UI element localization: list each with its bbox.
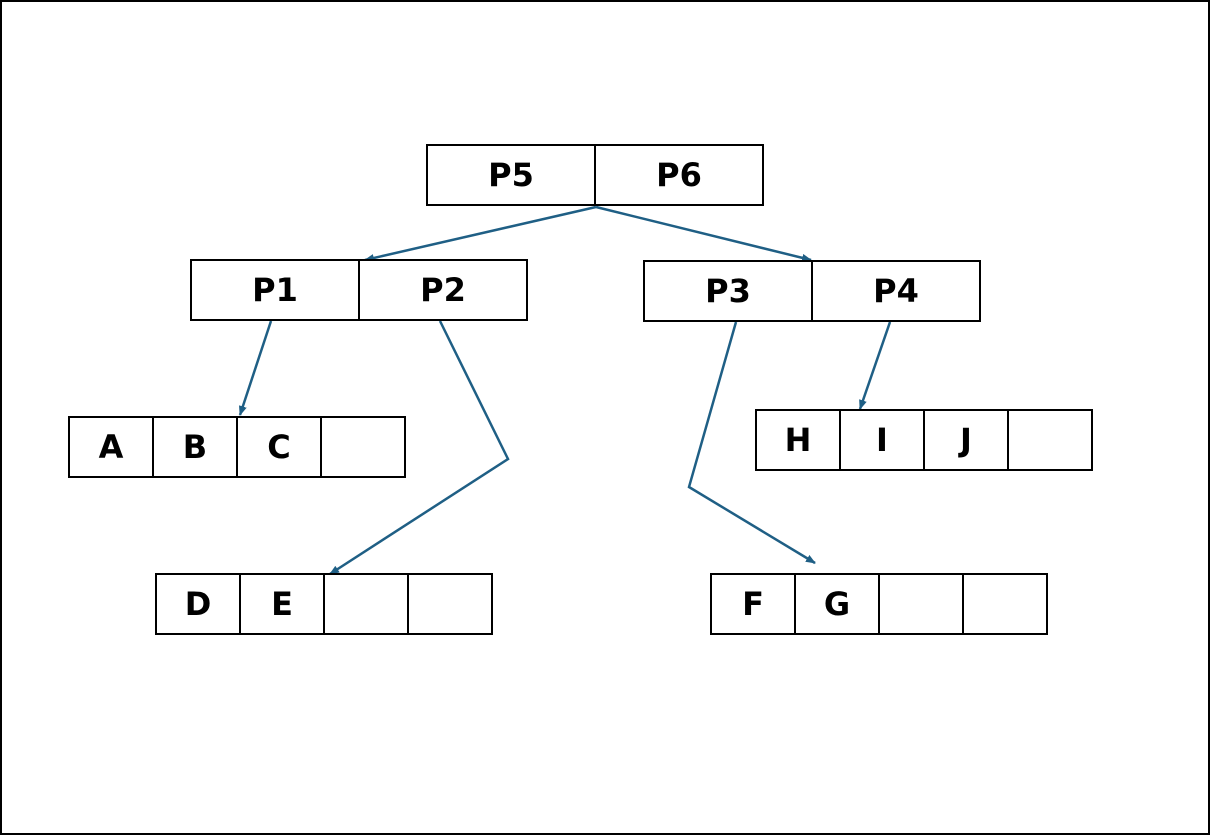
edge-p4-to-hij [858,321,892,410]
key-cell: P1 [190,259,360,321]
leaf-node-de: D E [155,573,493,635]
root-node: P5 P6 [426,144,764,206]
key-cell [320,416,406,478]
key-cell: P5 [426,144,596,206]
key-cell: C [236,416,322,478]
edge-p1-to-abc [238,320,273,416]
key-cell: J [923,409,1009,471]
key-cell [323,573,409,635]
internal-node-left: P1 P2 [190,259,528,321]
key-cell: D [155,573,241,635]
edge-root-to-p3p4 [595,205,812,262]
key-cell: H [755,409,841,471]
leaf-node-abc: A B C [68,416,406,478]
key-cell [407,573,493,635]
key-cell: G [794,573,880,635]
key-cell [1007,409,1093,471]
key-cell: I [839,409,925,471]
key-cell: P3 [643,260,813,322]
key-cell: P2 [358,259,528,321]
leaf-node-fg: F G [710,573,1048,635]
leaf-node-hij: H I J [755,409,1093,471]
edge-root-to-p1p2 [364,205,597,262]
key-cell: P6 [594,144,764,206]
key-cell: P4 [811,260,981,322]
key-cell: B [152,416,238,478]
edge-p2-to-de [329,320,510,576]
internal-node-right: P3 P4 [643,260,981,322]
key-cell: E [239,573,325,635]
key-cell: F [710,573,796,635]
key-cell [962,573,1048,635]
key-cell [878,573,964,635]
edge-p3-to-fg [687,321,816,565]
key-cell: A [68,416,154,478]
